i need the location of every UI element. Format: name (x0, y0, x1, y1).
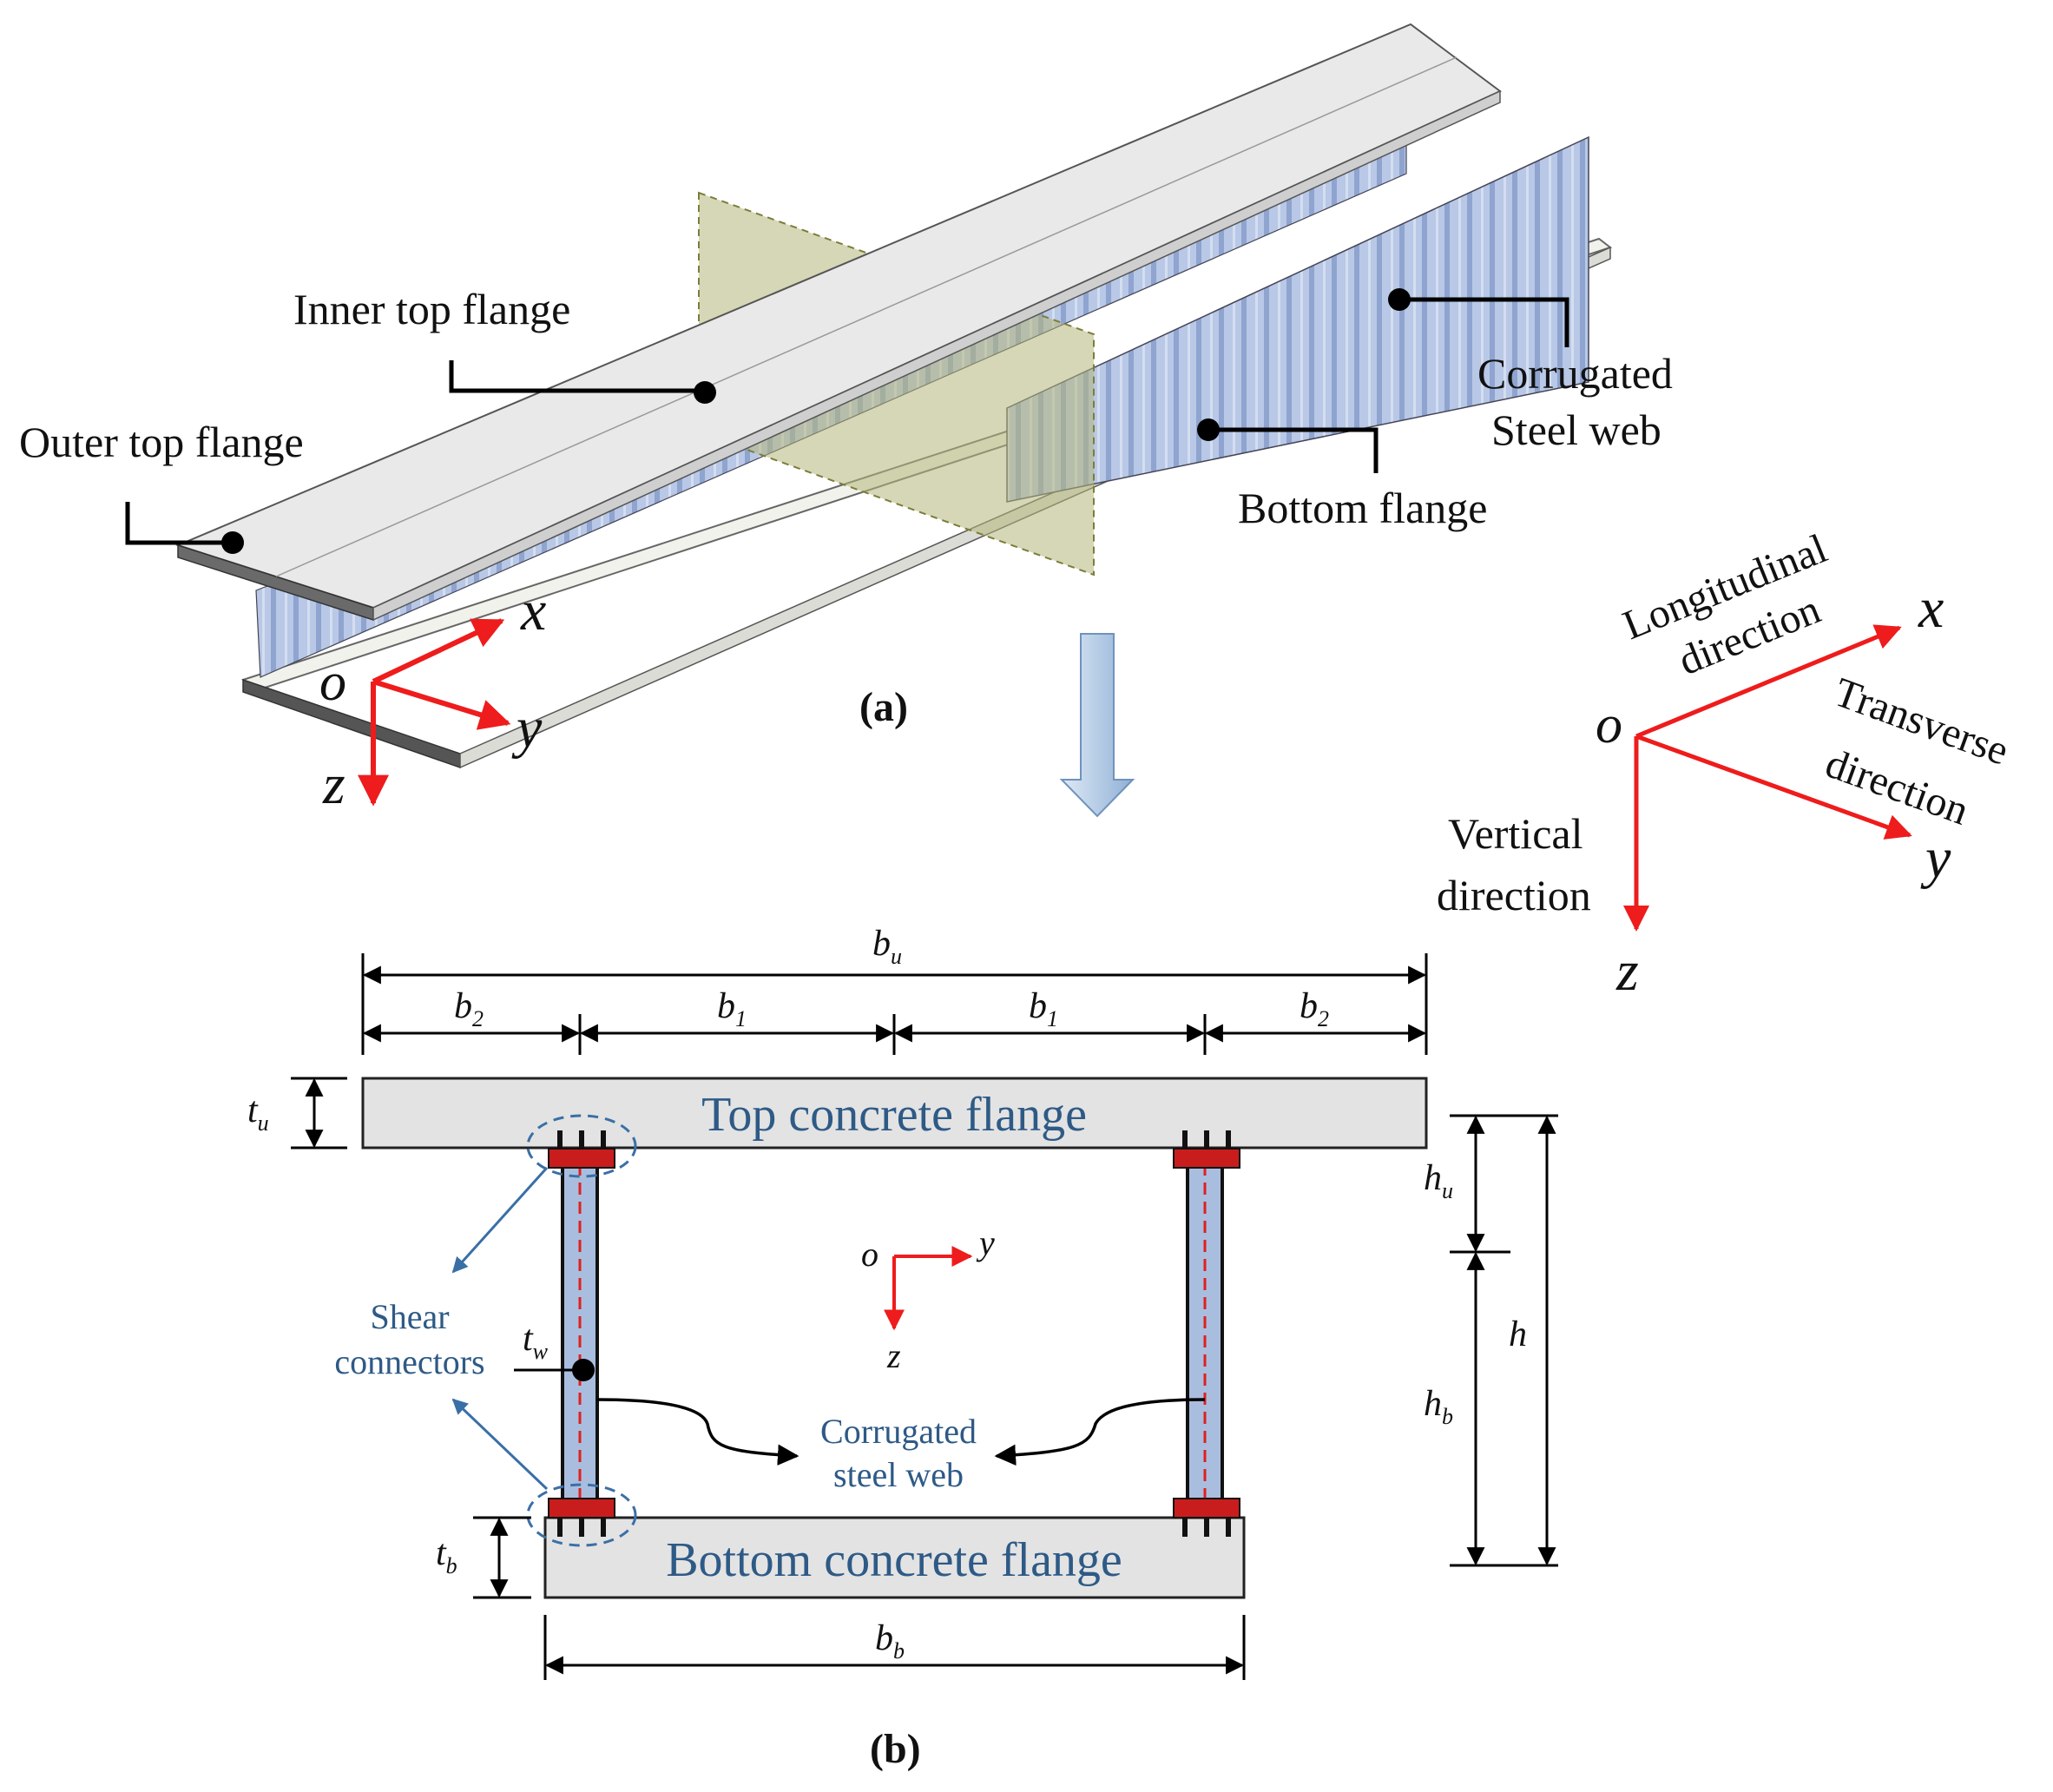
shear-pointers (451, 1166, 549, 1491)
connector-plate-top-right (1173, 1148, 1240, 1169)
bottom-flange-label: Bottom flange (1238, 484, 1487, 532)
web-left (561, 1162, 599, 1505)
connector-highlight-bottom (526, 1483, 637, 1547)
panel-a-origin: o (319, 653, 346, 712)
legend-z-label: z (1615, 939, 1639, 1003)
transition-arrow (1059, 633, 1135, 818)
legend-y-label: y (1920, 827, 1951, 890)
tb-label: tb (436, 1533, 457, 1578)
corrugated-web-dot (1388, 288, 1411, 311)
panel-a-leaders (125, 297, 1569, 545)
outer-top-flange-label: Outer top flange (19, 418, 304, 466)
vertical-label-1: Vertical (1448, 809, 1583, 858)
connector-plate-bottom-left (548, 1498, 615, 1519)
studs-top (557, 1130, 1231, 1149)
web-pointers (596, 1398, 1206, 1466)
inner-top-flange-dot (694, 381, 716, 404)
panel-b-origin: o (861, 1235, 878, 1274)
web-label-2: steel web (833, 1455, 964, 1494)
tw-label: tw (523, 1319, 549, 1364)
b1-left-label: b1 (717, 986, 747, 1031)
panel-a-x-label: x (520, 579, 546, 642)
caption-a: (a) (859, 684, 908, 730)
bb-label: bb (875, 1618, 905, 1664)
panel-b-z-label: z (886, 1336, 901, 1375)
connector-plate-top-left (548, 1148, 615, 1169)
panel-a-beam (175, 23, 1613, 769)
corrugated-web-label-2: Steel web (1491, 405, 1661, 454)
panel-a-y-label: y (511, 696, 543, 760)
caption-b: (b) (870, 1726, 921, 1772)
top-concrete-flange (361, 1077, 1428, 1150)
top-flange-side-edge (372, 89, 1501, 622)
b1-right-label: b1 (1029, 986, 1058, 1031)
tw-dot (572, 1359, 595, 1381)
shear-label-2: connectors (334, 1342, 484, 1381)
panel-b-axes (884, 1246, 973, 1331)
bottom-concrete-flange (543, 1516, 1246, 1599)
h-label: h (1509, 1314, 1527, 1354)
bottom-flange-label-b: Bottom concrete flange (666, 1533, 1122, 1587)
b2-left-label: b2 (454, 986, 484, 1031)
bottom-flange-edge (242, 678, 461, 769)
outer-top-flange-dot (221, 531, 244, 554)
panel-b-y-label: y (976, 1223, 995, 1262)
legend-axes-arrows (1623, 624, 1912, 932)
hb-label: hb (1424, 1384, 1453, 1429)
panel-a-axes (358, 618, 511, 807)
inner-top-flange-label: Inner top flange (293, 285, 570, 333)
shear-label-1: Shear (370, 1297, 449, 1336)
legend-x-label: x (1918, 576, 1944, 640)
bottom-flange-dot (1197, 418, 1220, 441)
panel-b-section (361, 1077, 1428, 1599)
tu-label: tu (247, 1090, 269, 1136)
corrugated-web-label-1: Corrugated (1477, 349, 1673, 398)
b2-right-label: b2 (1300, 986, 1329, 1031)
top-flange-label: Top concrete flange (701, 1088, 1087, 1142)
web-label-1: Corrugated (820, 1412, 977, 1451)
bu-label: bu (872, 924, 902, 969)
connector-plate-bottom-right (1173, 1498, 1240, 1519)
legend-origin: o (1596, 695, 1622, 754)
hu-label: hu (1424, 1158, 1453, 1203)
vertical-label-2: direction (1437, 871, 1591, 919)
studs-bottom (557, 1518, 1231, 1537)
panel-a-z-label: z (322, 753, 345, 816)
connector-highlight-top (526, 1114, 637, 1178)
inner-outer-divider (275, 56, 1457, 577)
dimension-lines (291, 953, 1558, 1680)
